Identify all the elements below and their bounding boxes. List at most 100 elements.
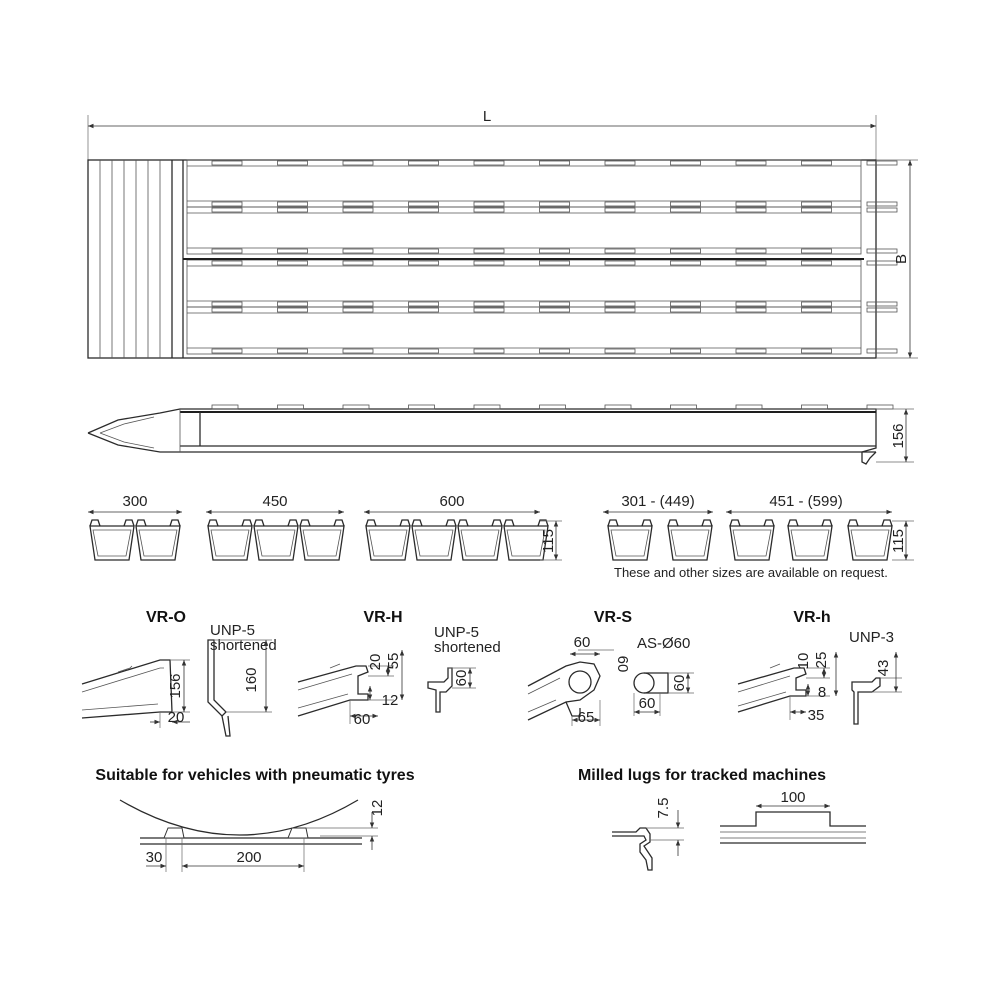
plan-slot — [801, 260, 832, 266]
plan-slot — [539, 307, 570, 313]
side-lug — [408, 404, 435, 410]
section-lug — [847, 519, 859, 527]
section-lug — [89, 519, 101, 527]
plan-slot — [539, 160, 570, 166]
vr-h-small-title: VR-h — [793, 609, 830, 626]
side-lug — [604, 404, 632, 410]
width-300-label: 300 — [122, 493, 147, 510]
plan-slot — [735, 248, 767, 254]
section-lug — [641, 519, 653, 527]
plan-slot — [211, 301, 243, 307]
side-lug — [735, 404, 763, 410]
vr-h-shortened-label: shortened — [434, 639, 501, 656]
vr-s-60-label-4: 60 — [671, 675, 688, 692]
section-cell — [89, 525, 135, 561]
section-cell — [729, 525, 775, 561]
section-cell — [607, 525, 653, 561]
plan-slot — [670, 201, 701, 207]
side-lug — [277, 404, 304, 410]
vr-o-shortened-label: shortened — [210, 637, 277, 654]
plan-slot — [866, 207, 898, 213]
vr-h-small-25-label: 25 — [813, 652, 830, 669]
plan-slot — [539, 201, 570, 207]
section-cell — [667, 525, 713, 561]
plan-slot — [735, 307, 767, 313]
profile-vr-h-small: VR-h 10 25 8 35 UNP-3 43 — [737, 609, 902, 725]
plan-slot — [604, 348, 636, 354]
plan-slot — [801, 301, 832, 307]
plan-slot — [473, 307, 505, 313]
plan-slot — [473, 248, 505, 254]
width-301-449-label: 301 - (449) — [621, 493, 694, 510]
side-lug — [473, 404, 501, 410]
section-lug — [491, 519, 503, 527]
plan-slot — [277, 201, 308, 207]
plan-slot — [408, 307, 439, 313]
section-lug — [365, 519, 377, 527]
plan-slot — [277, 307, 308, 313]
cross-section-cells — [89, 519, 893, 561]
plan-bar-outline — [186, 306, 862, 355]
section-lug — [881, 519, 893, 527]
width-451-599-label: 451 - (599) — [769, 493, 842, 510]
plan-slot — [211, 207, 243, 213]
profile-vr-h: VR-H 20 55 12 60 UNP-5 shortened 60 — [297, 609, 501, 728]
plan-slot — [670, 348, 701, 354]
plan-slot — [801, 348, 832, 354]
plan-slot — [211, 348, 243, 354]
section-cell — [299, 525, 345, 561]
section-lug — [411, 519, 423, 527]
vr-h-small-unp-label: UNP-3 — [849, 629, 894, 646]
plan-slot — [342, 307, 374, 313]
plan-slot — [735, 260, 767, 266]
section-cell-inner — [670, 529, 710, 557]
plan-slot — [408, 301, 439, 307]
vr-s-title: VR-S — [594, 609, 633, 626]
vr-h-small-10-label: 10 — [795, 653, 812, 670]
vr-h-title: VR-H — [363, 609, 402, 626]
plan-slot — [408, 160, 439, 166]
plan-slot — [866, 348, 898, 354]
section-lug — [503, 519, 515, 527]
section-cell-inner — [610, 529, 650, 557]
vr-s-60-label-3: 60 — [639, 695, 656, 712]
section-cell — [457, 525, 503, 561]
plan-slot — [473, 348, 505, 354]
vr-o-156-label: 156 — [167, 673, 184, 698]
vr-s-65-label: 65 — [578, 709, 595, 726]
section-lug — [537, 519, 549, 527]
plan-slot — [277, 160, 308, 166]
vr-h-unp-label: UNP-5 — [434, 624, 479, 641]
plan-bar-outline — [186, 159, 862, 208]
plan-slot — [342, 160, 374, 166]
plan-slot — [473, 207, 505, 213]
section-cell-inner — [210, 529, 250, 557]
plan-slot — [211, 307, 243, 313]
plan-slot — [670, 260, 701, 266]
plan-slot — [801, 307, 832, 313]
lug-title: Milled lugs for tracked machines — [578, 767, 826, 784]
tyre-detail: Suitable for vehicles with pneumatic tyr… — [95, 767, 415, 872]
side-view: 156 — [87, 404, 914, 465]
width-label: B — [893, 254, 910, 264]
vr-h-12-label: 12 — [382, 692, 399, 709]
plan-slot — [735, 160, 767, 166]
plan-slot — [670, 248, 701, 254]
vr-s-60-label-2: 60 — [614, 656, 631, 673]
plan-slot — [866, 201, 898, 207]
lug-detail: Milled lugs for tracked machines 7.5 100 — [578, 767, 866, 871]
vr-h-55-label: 55 — [385, 653, 402, 670]
section-cell-inner — [850, 529, 890, 557]
plan-slot — [604, 307, 636, 313]
section-lug — [241, 519, 253, 527]
plan-deck-bars — [186, 159, 898, 355]
vr-h-20-label: 20 — [367, 654, 384, 671]
profile-vr-s: VR-S 60 60 65 AS-Ø60 60 60 — [527, 609, 694, 726]
section-cell-inner — [790, 529, 830, 557]
plan-slot — [539, 260, 570, 266]
section-lug — [399, 519, 411, 527]
plan-slot — [801, 160, 832, 166]
plan-slot — [211, 160, 243, 166]
section-lug — [333, 519, 345, 527]
plan-slot — [604, 207, 636, 213]
